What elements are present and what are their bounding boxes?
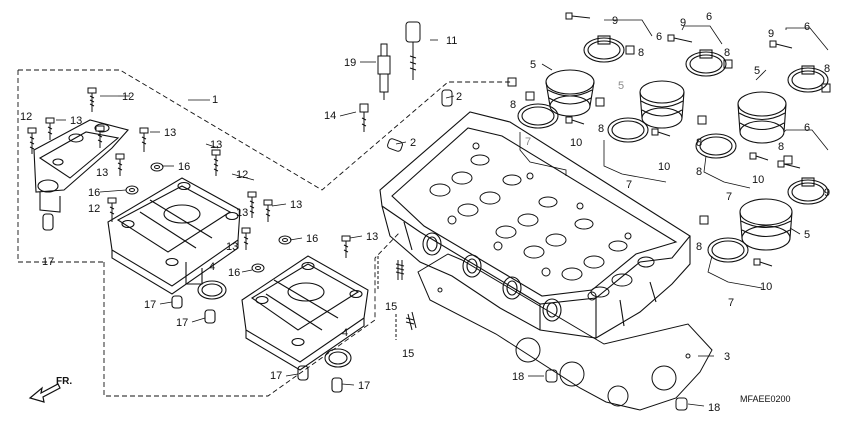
callout-9: 9 xyxy=(768,28,774,40)
callout-8: 8 xyxy=(598,123,604,135)
callout-5: 5 xyxy=(754,65,760,77)
insulators-right xyxy=(545,69,793,251)
bolts-middle-cluster xyxy=(241,191,351,258)
studs-15 xyxy=(377,256,417,340)
callout-10: 10 xyxy=(570,137,582,149)
spark-plug xyxy=(377,43,391,100)
bolt-14 xyxy=(359,103,369,132)
callout-9: 9 xyxy=(680,17,686,29)
cam-holder-group-outline xyxy=(17,69,512,397)
callout-12: 12 xyxy=(88,203,100,215)
callout-17: 17 xyxy=(270,370,282,382)
callout-6: 6 xyxy=(656,31,662,43)
callout-labels: 1 2 2 3 4 4 5 5 5 5 6 6 6 6 7 7 7 7 8 8 … xyxy=(20,11,830,414)
callout-ticks xyxy=(56,61,801,407)
dowels-18 xyxy=(545,369,688,411)
callout-2: 2 xyxy=(410,137,416,149)
callout-17: 17 xyxy=(42,256,54,268)
clamp-nuts xyxy=(507,45,831,225)
callout-16: 16 xyxy=(88,187,100,199)
callout-8: 8 xyxy=(724,47,730,59)
exhaust-ports xyxy=(422,232,562,322)
callout-6: 6 xyxy=(804,21,810,33)
callout-12: 12 xyxy=(122,91,134,103)
leader-lines xyxy=(118,19,829,357)
callout-10: 10 xyxy=(752,174,764,186)
callout-10: 10 xyxy=(760,281,772,293)
callout-17: 17 xyxy=(144,299,156,311)
callout-8: 8 xyxy=(696,166,702,178)
diagram-reference-code: MFAEE0200 xyxy=(740,394,791,404)
callout-8: 8 xyxy=(638,47,644,59)
callout-12: 12 xyxy=(236,169,248,181)
callout-13: 13 xyxy=(366,231,378,243)
band-clamps xyxy=(517,35,829,263)
callout-13: 13 xyxy=(210,139,222,151)
callout-15: 15 xyxy=(385,301,397,313)
cam-holder-large-b xyxy=(241,255,369,393)
front-direction-label: FR. xyxy=(56,376,72,387)
bolts-left-cluster xyxy=(27,87,221,222)
valve-pockets xyxy=(429,142,655,301)
callout-6: 6 xyxy=(706,11,712,23)
callout-13: 13 xyxy=(70,115,82,127)
callout-1: 1 xyxy=(212,94,218,106)
callout-13: 13 xyxy=(96,167,108,179)
callout-16: 16 xyxy=(306,233,318,245)
callout-14: 14 xyxy=(324,110,336,122)
callout-15: 15 xyxy=(402,348,414,360)
cam-holder-small xyxy=(33,119,130,231)
callout-6: 6 xyxy=(804,122,810,134)
callout-9: 9 xyxy=(612,15,618,27)
front-direction-arrow xyxy=(28,383,61,403)
callout-4: 4 xyxy=(209,261,215,273)
callout-8: 8 xyxy=(510,99,516,111)
callout-7: 7 xyxy=(728,297,734,309)
callout-8: 8 xyxy=(824,63,830,75)
callout-13: 13 xyxy=(236,207,248,219)
callout-18: 18 xyxy=(708,402,720,414)
callout-8: 8 xyxy=(696,241,702,253)
callout-7: 7 xyxy=(726,191,732,203)
callout-12: 12 xyxy=(20,111,32,123)
clamp-screws xyxy=(565,12,801,267)
callout-11: 11 xyxy=(446,35,457,47)
callout-7: 7 xyxy=(626,179,632,191)
callout-5: 5 xyxy=(804,229,810,241)
callout-17: 17 xyxy=(358,380,370,392)
callout-8: 8 xyxy=(778,141,784,153)
washers-16 xyxy=(125,162,292,273)
callout-3: 3 xyxy=(724,351,730,363)
bolt-11 xyxy=(405,21,421,80)
callout-9: 9 xyxy=(824,187,830,199)
callout-13: 13 xyxy=(290,199,302,211)
callout-8: 8 xyxy=(696,137,702,149)
callout-17: 17 xyxy=(176,317,188,329)
cam-holder-large-a xyxy=(107,177,241,324)
callout-5: 5 xyxy=(530,59,536,71)
callout-13: 13 xyxy=(226,241,238,253)
callout-7: 7 xyxy=(525,136,531,148)
callout-16: 16 xyxy=(178,161,190,173)
callout-16: 16 xyxy=(228,267,240,279)
callout-19: 19 xyxy=(344,57,356,69)
callout-13: 13 xyxy=(164,127,176,139)
head-gasket xyxy=(417,253,713,411)
dowels-2 xyxy=(387,89,453,152)
callout-5: 5 xyxy=(618,80,624,92)
callout-18: 18 xyxy=(512,371,524,383)
callout-2: 2 xyxy=(456,91,462,103)
callout-10: 10 xyxy=(658,161,670,173)
callout-4: 4 xyxy=(342,327,348,339)
cylinder-head xyxy=(379,111,691,339)
